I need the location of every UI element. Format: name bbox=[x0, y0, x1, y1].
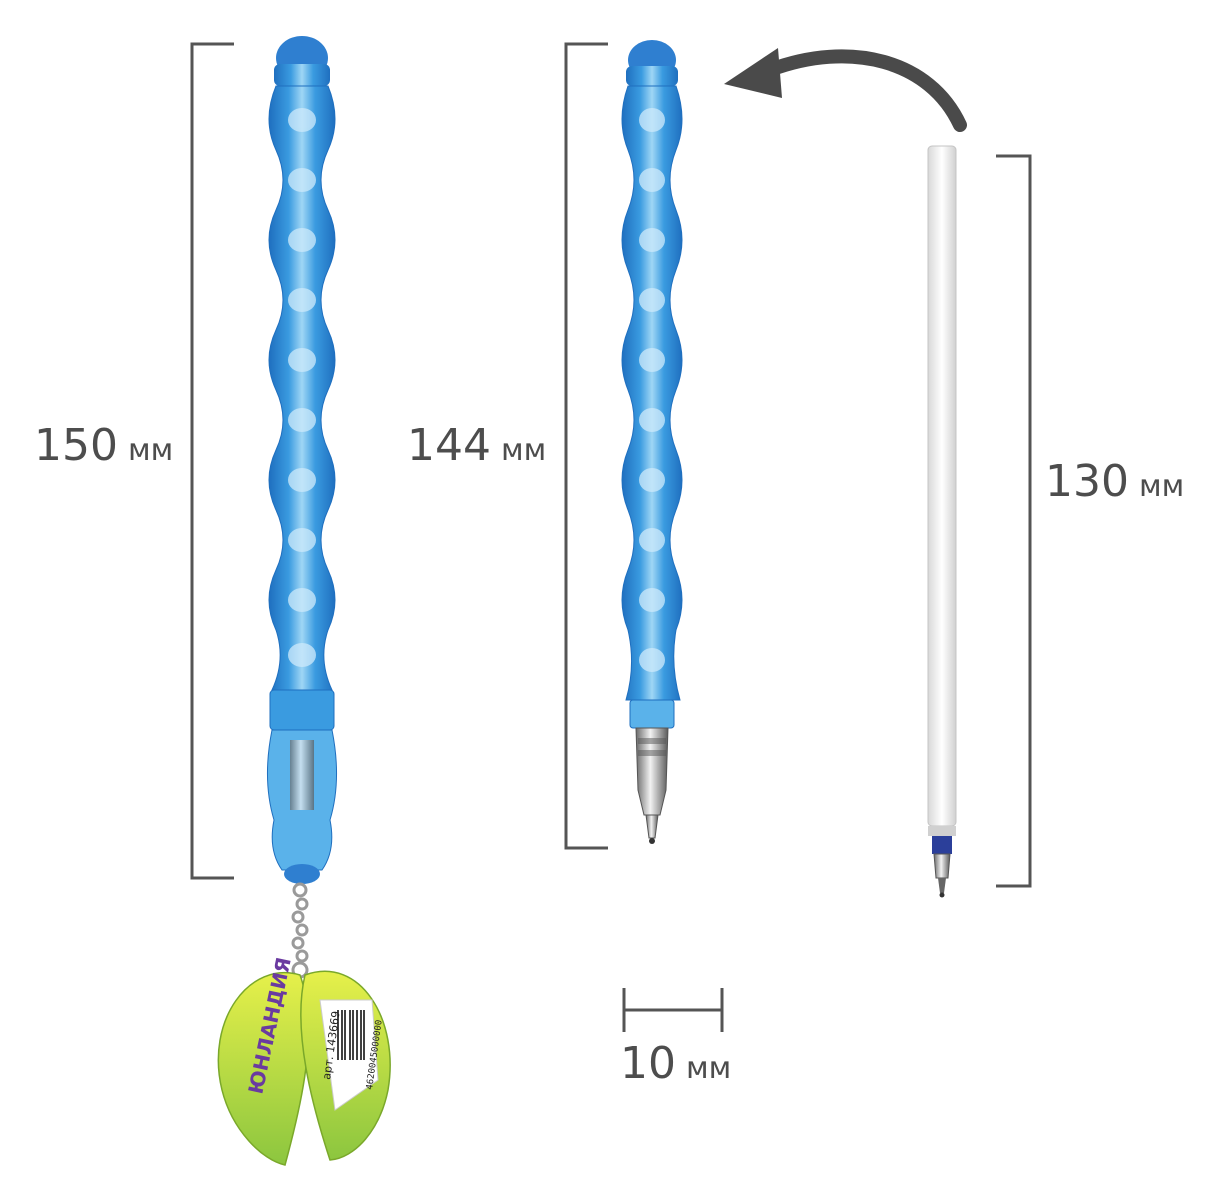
label-150mm-unit: мм bbox=[127, 433, 174, 468]
pen-body bbox=[621, 40, 683, 844]
refill bbox=[927, 145, 957, 898]
barcode bbox=[337, 1010, 365, 1060]
bracket-150mm bbox=[190, 42, 234, 880]
label-10mm-value: 10 bbox=[620, 1038, 676, 1089]
insert-arrow bbox=[724, 48, 967, 132]
leaf-tag: ЮНЛАНДИЯ арт. 143669 4620045000000 bbox=[217, 955, 391, 1166]
label-130mm-unit: мм bbox=[1138, 469, 1185, 504]
label-144mm-unit: мм bbox=[500, 433, 547, 468]
label-150mm-value: 150 bbox=[34, 420, 118, 471]
keychain bbox=[291, 882, 309, 979]
pen-with-cap bbox=[267, 36, 337, 884]
scale-10mm bbox=[622, 988, 724, 1032]
bracket-130mm bbox=[996, 154, 1032, 888]
label-144mm-value: 144 bbox=[407, 420, 491, 471]
label-130mm-value: 130 bbox=[1045, 456, 1129, 507]
bracket-144mm bbox=[564, 42, 608, 850]
label-10mm-unit: мм bbox=[686, 1051, 732, 1086]
